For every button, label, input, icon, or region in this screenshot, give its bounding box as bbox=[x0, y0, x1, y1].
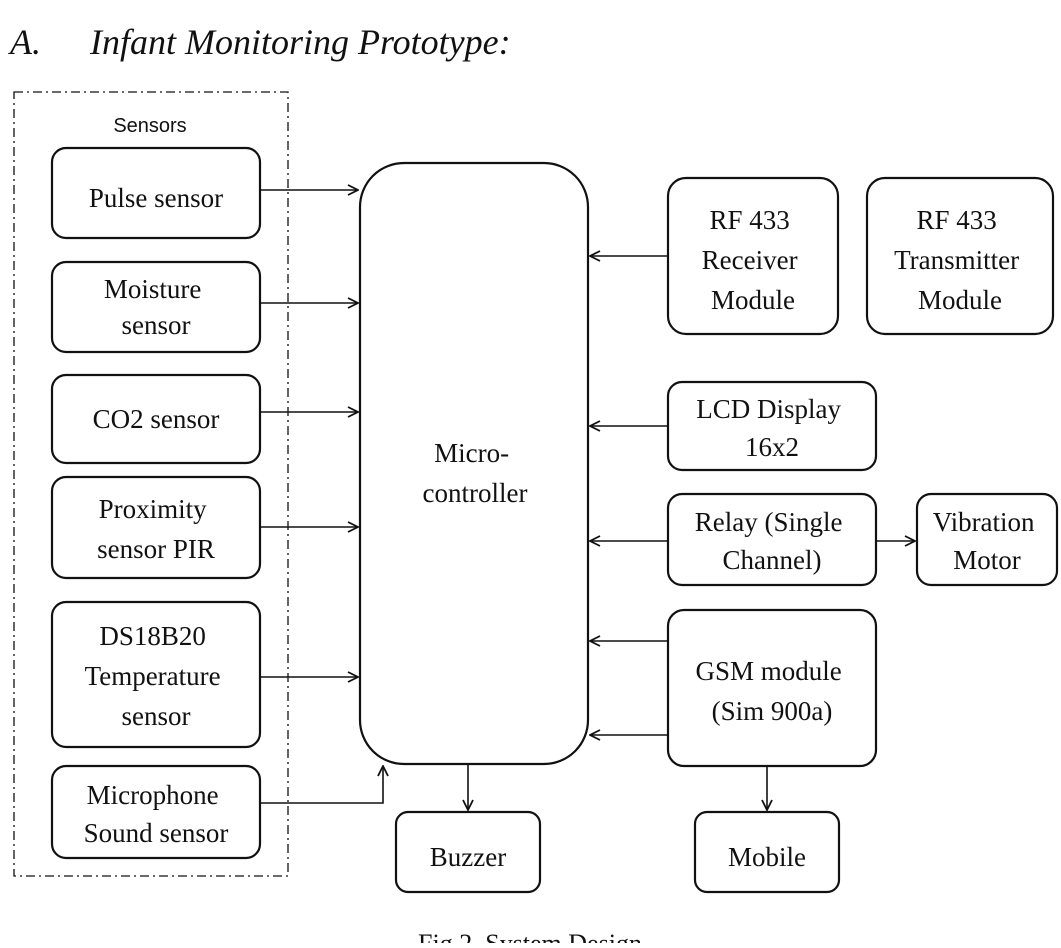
svg-text:LCD Display 16x2: LCD Display 16x2 bbox=[696, 394, 848, 462]
sensor-label-line: Sound sensor bbox=[84, 818, 229, 848]
module-label-line: Buzzer bbox=[430, 842, 506, 872]
svg-text:CO2 sensor: CO2 sensor bbox=[93, 404, 220, 434]
sensor-label-line: sensor bbox=[122, 310, 191, 340]
section-title: Infant Monitoring Prototype: bbox=[89, 22, 511, 62]
sensor-box-microphone: Microphone Sound sensor bbox=[50, 764, 262, 860]
module-label-line: Vibration bbox=[933, 507, 1035, 537]
sensor-label-line: sensor bbox=[122, 701, 191, 731]
svg-text:Buzzer: Buzzer bbox=[430, 842, 506, 872]
section-number: A. bbox=[8, 22, 41, 62]
lcd-display-box: LCD Display 16x2 bbox=[666, 380, 878, 472]
module-label-line: Receiver bbox=[702, 245, 798, 275]
svg-text:RF 433 Transmitter: RF 433 Transmitter Module bbox=[894, 205, 1026, 315]
module-label-line: RF 433 bbox=[709, 205, 789, 235]
sensor-box-co2: CO2 sensor bbox=[50, 373, 262, 465]
sensor-box-proximity: Proximity sensor PIR bbox=[50, 475, 262, 580]
sensor-box-moisture: Moisture sensor bbox=[50, 260, 262, 354]
rf-transmitter-module-box: RF 433 Transmitter Module bbox=[865, 176, 1055, 336]
svg-text:Microphone Sound sensor: Microphone Sound sensor bbox=[84, 780, 229, 848]
sensor-box-temperature: DS18B20 Temperature sensor bbox=[50, 600, 262, 749]
sensor-label-line: DS18B20 bbox=[99, 621, 206, 651]
sensor-label-line: CO2 sensor bbox=[93, 404, 220, 434]
svg-text:Moisture sensor: Moisture sensor bbox=[104, 274, 208, 340]
module-label-line: Channel) bbox=[723, 545, 822, 575]
module-label-line: (Sim 900a) bbox=[712, 696, 833, 726]
arrow-microphone-to-mcu bbox=[260, 766, 383, 804]
module-label-line: Relay (Single bbox=[695, 507, 843, 537]
sensor-label-line: Microphone bbox=[87, 780, 219, 810]
rf-receiver-module-box: RF 433 Receiver Module bbox=[666, 176, 840, 336]
svg-text:Micro- controller: Micro- controller bbox=[423, 438, 528, 508]
microcontroller-label-line: controller bbox=[423, 478, 528, 508]
vibration-motor-box: Vibration Motor bbox=[915, 492, 1059, 587]
sensors-group-label: Sensors bbox=[113, 115, 186, 137]
module-label-line: RF 433 bbox=[916, 205, 996, 235]
module-label-line: Mobile bbox=[728, 842, 806, 872]
module-label-line: Module bbox=[711, 285, 795, 315]
svg-text:Proximity sensor PIR: Proximity sensor PIR bbox=[97, 494, 215, 564]
figure-caption: Fig 2. System Design bbox=[418, 929, 642, 943]
sensor-label-line: Temperature bbox=[85, 661, 221, 691]
connectors bbox=[260, 190, 915, 810]
module-label-line: 16x2 bbox=[745, 432, 799, 462]
sensor-box-pulse: Pulse sensor bbox=[50, 146, 262, 240]
module-label-line: Transmitter bbox=[894, 245, 1019, 275]
svg-text:Vibration Motor: Vibration Motor bbox=[933, 507, 1042, 575]
module-label-line: Module bbox=[918, 285, 1002, 315]
svg-text:DS18B20 Temperature: DS18B20 Temperature sensor bbox=[85, 621, 228, 731]
module-label-line: LCD Display bbox=[696, 394, 841, 424]
microcontroller-block: Micro- controller bbox=[358, 161, 590, 766]
sensors-group-border bbox=[13, 91, 289, 877]
module-label-line: Motor bbox=[953, 545, 1021, 575]
svg-text:RF 433 Receiver Mo: RF 433 Receiver Module bbox=[702, 205, 805, 315]
mobile-box: Mobile bbox=[693, 810, 841, 894]
sensor-label-line: Moisture bbox=[104, 274, 202, 304]
sensor-label-line: sensor PIR bbox=[97, 534, 215, 564]
svg-text:GSM module (Sim 900a): GSM module (Sim 900a) bbox=[695, 656, 848, 726]
svg-text:Relay (Single Channel): Relay (Single Channel) bbox=[695, 507, 849, 575]
microcontroller-label-line: Micro- bbox=[434, 438, 509, 468]
sensor-label-line: Proximity bbox=[99, 494, 208, 524]
svg-text:Pulse sensor: Pulse sensor bbox=[89, 183, 223, 213]
gsm-module-box: GSM module (Sim 900a) bbox=[666, 608, 878, 768]
svg-text:Mobile: Mobile bbox=[728, 842, 806, 872]
buzzer-box: Buzzer bbox=[394, 810, 542, 894]
sensor-label-line: Pulse sensor bbox=[89, 183, 223, 213]
relay-box: Relay (Single Channel) bbox=[666, 492, 878, 587]
module-label-line: GSM module bbox=[695, 656, 841, 686]
